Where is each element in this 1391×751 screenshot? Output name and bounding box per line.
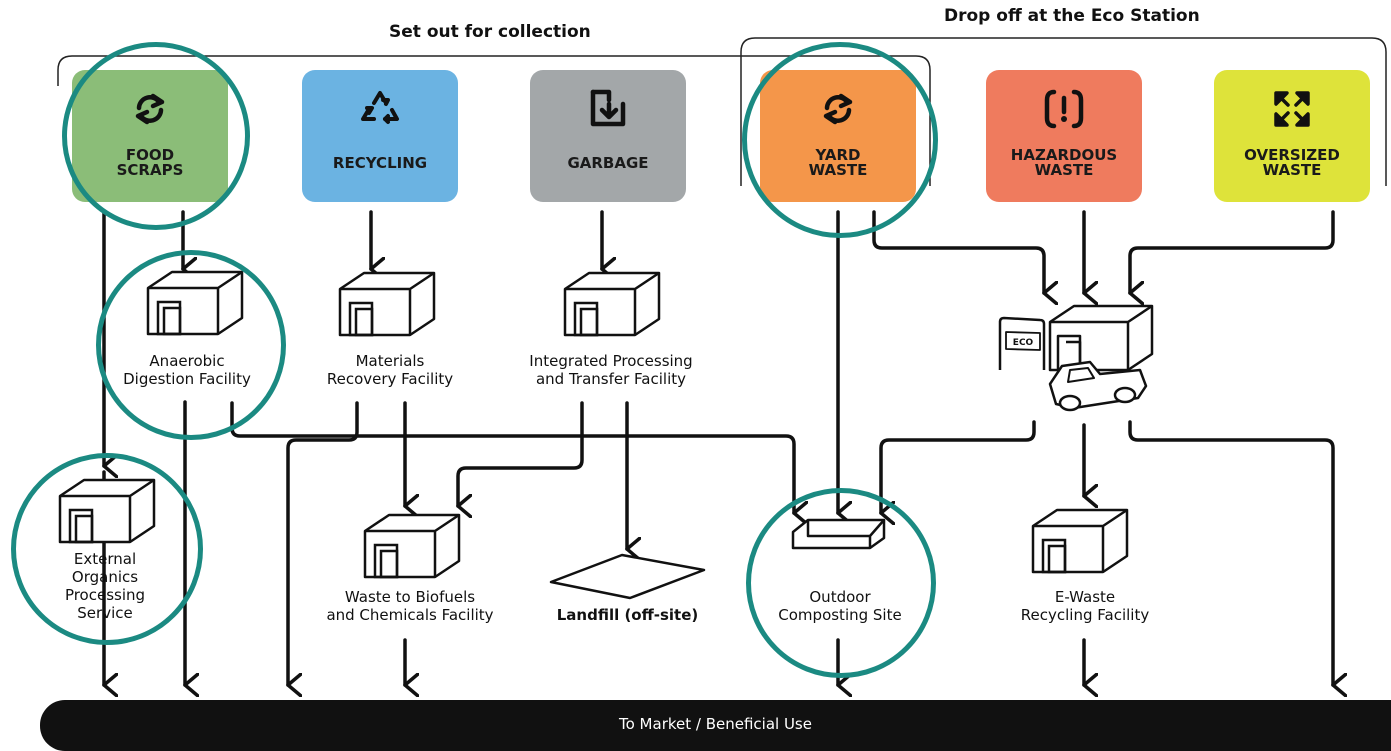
to-market-label: To Market / Beneficial Use bbox=[619, 715, 812, 733]
integrated-line-1: Integrated Processing bbox=[529, 352, 693, 370]
materials-facility-label: Materials Recovery Facility bbox=[310, 352, 470, 388]
garbage-bin-icon bbox=[590, 89, 626, 127]
hazardous-label-1: HAZARDOUS bbox=[1010, 146, 1118, 164]
oversized-label-2: WASTE bbox=[1262, 161, 1322, 179]
highlight-ring-external-organics bbox=[11, 453, 203, 645]
highlight-ring-anaerobic bbox=[96, 250, 286, 440]
landfill-line-1: Landfill (off-site) bbox=[556, 606, 699, 624]
recycling-label: RECYCLING bbox=[332, 154, 428, 172]
highlight-ring-yard-waste bbox=[742, 42, 938, 238]
materials-facility-icon bbox=[338, 271, 436, 337]
category-garbage: GARBAGE bbox=[530, 70, 686, 202]
integrated-line-2: and Transfer Facility bbox=[535, 370, 687, 388]
to-market-bar: To Market / Beneficial Use bbox=[40, 700, 1391, 751]
ewaste-facility-icon bbox=[1031, 508, 1129, 574]
garbage-label: GARBAGE bbox=[567, 154, 649, 172]
materials-line-2: Recovery Facility bbox=[326, 370, 454, 388]
highlight-ring-composting bbox=[746, 488, 936, 678]
ewaste-line-2: Recycling Facility bbox=[1020, 606, 1150, 624]
eco-station-header: Drop off at the Eco Station bbox=[944, 6, 1200, 26]
landfill-icon bbox=[549, 553, 706, 600]
ewaste-facility-label: E-Waste Recycling Facility bbox=[1000, 588, 1170, 624]
integrated-facility-label: Integrated Processing and Transfer Facil… bbox=[506, 352, 716, 388]
category-recycling: RECYCLING bbox=[302, 70, 458, 202]
eco-station-bracket bbox=[740, 37, 1387, 186]
ewaste-line-1: E-Waste bbox=[1054, 588, 1116, 606]
recycle-icon bbox=[361, 91, 399, 124]
eco-sign-label: ECO bbox=[1013, 338, 1034, 348]
biofuels-facility-icon bbox=[363, 513, 461, 579]
expand-arrows-icon bbox=[1274, 91, 1310, 127]
oversized-label-1: OVERSIZED bbox=[1244, 146, 1340, 164]
biofuels-line-1: Waste to Biofuels bbox=[344, 588, 476, 606]
eco-station-icon: ECO bbox=[998, 304, 1154, 412]
landfill-label: Landfill (off-site) bbox=[545, 606, 710, 624]
hazardous-label-2: WASTE bbox=[1034, 161, 1094, 179]
biofuels-facility-label: Waste to Biofuels and Chemicals Facility bbox=[310, 588, 510, 624]
highlight-ring-food-scraps bbox=[62, 42, 250, 230]
hazard-icon bbox=[1044, 89, 1084, 129]
biofuels-line-2: and Chemicals Facility bbox=[326, 606, 494, 624]
integrated-facility-icon bbox=[563, 271, 661, 337]
materials-line-1: Materials bbox=[355, 352, 425, 370]
collection-bracket bbox=[57, 55, 931, 186]
collection-header: Set out for collection bbox=[389, 22, 591, 42]
